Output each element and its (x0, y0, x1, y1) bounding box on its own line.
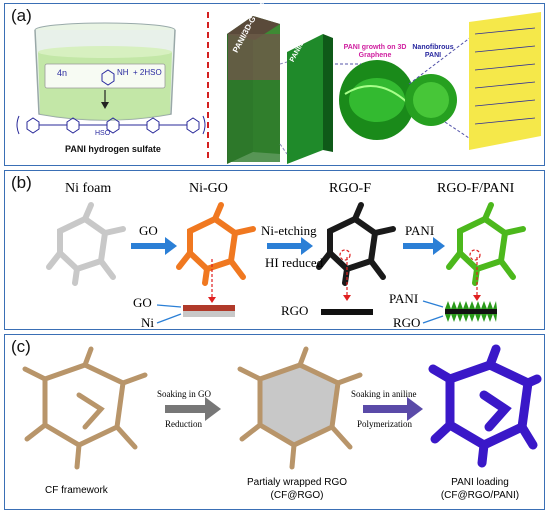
process-arrows (131, 237, 445, 255)
arrow-hi-reduced-label: HI reduced (265, 255, 324, 270)
caption-cf-rgo-line2: (CF@RGO) (270, 490, 324, 501)
layer-go-label: GO (133, 295, 152, 310)
panel-b-label: (b) (11, 173, 32, 192)
caption-cf-rgo-line1: Partialy wrapped RGO (246, 477, 348, 488)
pani-structure-panel (469, 12, 541, 150)
cf-rgo-pani-icon (428, 344, 542, 468)
step-ni-go: Ni-GO (189, 181, 228, 196)
panel-b-graphics (46, 202, 526, 324)
panel-a-graphics (16, 12, 541, 164)
step-ni-foam: Ni foam (65, 181, 112, 196)
rgo-f-pani-icon (446, 202, 526, 286)
ni-go-icon (176, 202, 256, 286)
panel-b: (b) Ni foam Ni-GO RGO-F RGO-F/PANI GO Ni… (4, 170, 545, 330)
arrow2-bottom-label: Polymerization (357, 419, 412, 429)
arrow-ni-etching-label: Ni-etching (261, 223, 317, 238)
layer-rgo-label: RGO (281, 303, 309, 318)
pani-growth-image (339, 60, 415, 140)
layer-ni-label: Ni (141, 315, 154, 330)
layer-rgo2-label: RGO (393, 315, 421, 330)
growth-label: PANI growth on 3D Graphene (343, 44, 407, 59)
panel-c-graphics (22, 344, 542, 470)
zoom-arrows (211, 249, 481, 297)
step-rgo-f: RGO-F (329, 181, 372, 196)
beaker-icon (34, 22, 176, 121)
ni-go-layer (183, 305, 235, 317)
rgo-f-icon (316, 202, 396, 286)
arrow-go-label: GO (139, 223, 158, 238)
process-arrow-1 (165, 397, 221, 421)
arrow2-top-label: Soaking in aniline (351, 389, 417, 399)
panel-c-label: (c) (11, 337, 31, 356)
pani-chain-icon (16, 115, 206, 135)
rgo-layer (321, 309, 373, 315)
nanofibrous-pani-image (405, 74, 457, 126)
electrode-icon (227, 16, 280, 164)
arrow1-bottom-label: Reduction (165, 419, 202, 429)
caption-pani-loading-line2: (CF@RGO/PANI) (440, 490, 520, 501)
nanofibrous-label: Nanofibrous PANI (412, 44, 454, 59)
beaker-equation-mid: NH (117, 68, 129, 77)
beaker-equation-right: + 2HSO (133, 68, 162, 77)
cf-framework-icon (22, 346, 148, 470)
arrow1-top-label: Soaking in GO (157, 389, 211, 399)
ni-foam-icon (46, 202, 126, 286)
graphene-sheet-icon (279, 34, 333, 164)
arrow-pani-label: PANI (405, 223, 435, 238)
step-rgo-f-pani: RGO-F/PANI (437, 181, 515, 196)
pani-layer (445, 301, 497, 322)
polymer-caption: PANI hydrogen sulfate (65, 144, 161, 154)
panel-a: (a) 4n NH + 2HSO PANI hydrogen sulfate P… (4, 0, 545, 166)
layer-pani-label: PANI (389, 291, 419, 306)
panel-c: (c) Soaking in GO Reduction Soaking in a… (4, 334, 545, 510)
beaker-equation-left: 4n (57, 68, 68, 78)
cf-rgo-icon (237, 346, 363, 470)
panel-a-label: (a) (11, 6, 32, 25)
caption-cf-framework: CF framework (45, 485, 108, 496)
hso4-label: HSO (95, 130, 111, 137)
process-arrow-2 (363, 397, 423, 421)
caption-pani-loading-line1: PANI loading (451, 477, 509, 488)
